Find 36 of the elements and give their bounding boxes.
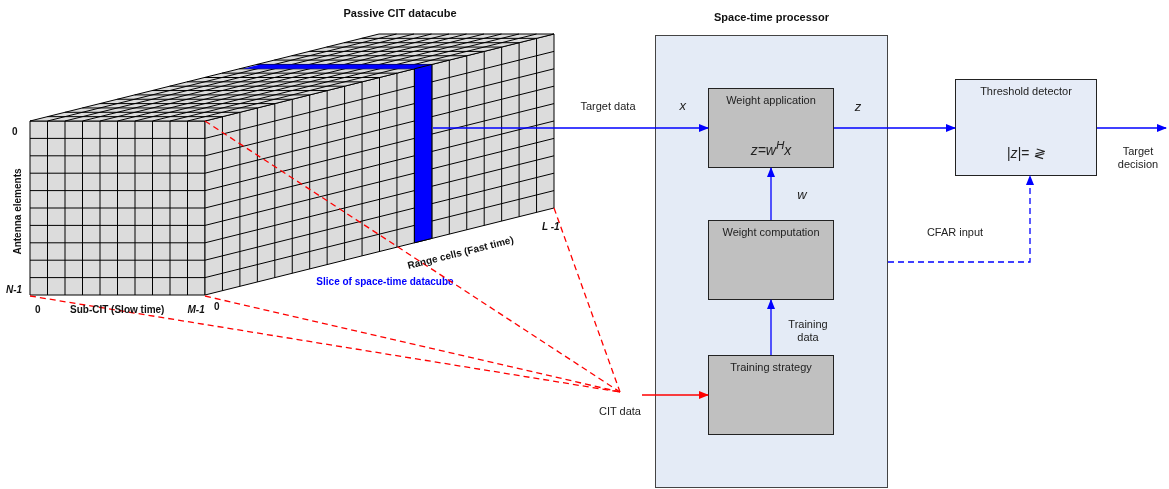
panel-title: Space-time processor bbox=[713, 11, 830, 24]
edge-label: w bbox=[796, 188, 808, 201]
edge-label: CFAR input bbox=[925, 226, 985, 239]
arrow bbox=[767, 167, 775, 221]
axis-label: Sub-CIT (Slow time) bbox=[70, 303, 165, 316]
slice-caption: Slice of space-time datacube bbox=[315, 275, 455, 288]
axis-label: Antenna elements bbox=[10, 168, 24, 255]
box-label: Threshold detector bbox=[979, 85, 1073, 98]
projection-line bbox=[204, 120, 621, 393]
axis-tick: M-1 bbox=[187, 303, 205, 316]
axis-tick: N-1 bbox=[6, 283, 23, 296]
axis-tick: 0 bbox=[35, 303, 41, 316]
formula: z=w$^{H}$x bbox=[749, 137, 793, 159]
cube-heading: Passive CIT datacube bbox=[342, 7, 458, 20]
arrow bbox=[641, 391, 709, 399]
box-label: Weight computation bbox=[721, 226, 821, 239]
edge-label: Target data bbox=[579, 100, 637, 113]
axis-tick: L -1 bbox=[542, 220, 560, 233]
formula: |z|= ≷ bbox=[1005, 144, 1047, 162]
data-label: CIT data bbox=[598, 405, 642, 418]
edge-label: Training data bbox=[787, 318, 829, 344]
edge-label: Target decision bbox=[1116, 145, 1160, 171]
signal-label: x bbox=[679, 99, 686, 112]
box-label: Training strategy bbox=[729, 361, 813, 374]
axis-label: Range cells (Fast time) bbox=[405, 233, 515, 272]
arrow bbox=[1096, 124, 1167, 132]
edge-label: z bbox=[853, 100, 863, 113]
axis-tick: 0 bbox=[12, 125, 18, 138]
box-label: Weight application bbox=[725, 94, 817, 107]
projection-line bbox=[204, 295, 621, 393]
arrow bbox=[887, 175, 1034, 263]
arrow bbox=[432, 124, 709, 132]
arrow bbox=[767, 299, 775, 356]
projection-line bbox=[553, 207, 621, 393]
arrow bbox=[833, 124, 956, 132]
axis-tick: 0 bbox=[214, 300, 220, 313]
